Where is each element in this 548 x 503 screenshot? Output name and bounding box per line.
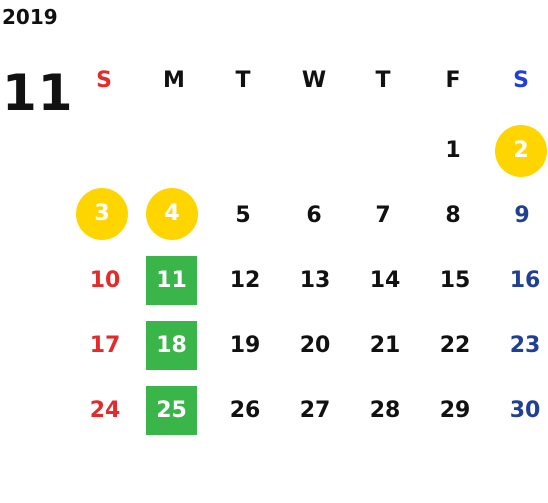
day-cell-holiday[interactable]: 4 xyxy=(146,188,198,240)
day-cell-highlighted[interactable]: 18 xyxy=(146,321,197,370)
day-cell[interactable]: 7 xyxy=(375,203,391,228)
weekday-monday: M xyxy=(163,68,185,93)
day-cell-saturday[interactable]: 9 xyxy=(514,203,530,228)
weekday-friday: F xyxy=(445,68,461,93)
month-number: 11 xyxy=(2,64,74,122)
day-cell[interactable]: 13 xyxy=(299,268,331,293)
day-cell-saturday[interactable]: 23 xyxy=(509,333,541,358)
day-cell[interactable]: 26 xyxy=(229,398,261,423)
day-cell-sunday[interactable]: 10 xyxy=(89,268,121,293)
day-cell-sunday[interactable]: 24 xyxy=(89,398,121,423)
day-cell[interactable]: 22 xyxy=(439,333,471,358)
day-cell-highlighted[interactable]: 11 xyxy=(146,256,197,305)
day-cell-highlighted[interactable]: 25 xyxy=(146,386,197,435)
day-cell[interactable]: 15 xyxy=(439,268,471,293)
year-label: 2019 xyxy=(2,5,58,29)
day-cell[interactable]: 19 xyxy=(229,333,261,358)
weekday-sunday: S xyxy=(96,68,112,93)
day-cell-saturday[interactable]: 16 xyxy=(509,268,541,293)
weekday-tuesday: T xyxy=(235,68,251,93)
day-cell-sunday[interactable]: 17 xyxy=(89,333,121,358)
day-cell[interactable]: 5 xyxy=(235,203,251,228)
day-cell-holiday[interactable]: 2 xyxy=(495,125,547,177)
weekday-thursday: T xyxy=(375,68,391,93)
day-cell[interactable]: 27 xyxy=(299,398,331,423)
day-cell[interactable]: 14 xyxy=(369,268,401,293)
day-cell[interactable]: 29 xyxy=(439,398,471,423)
day-cell[interactable]: 6 xyxy=(306,203,322,228)
day-cell-saturday[interactable]: 30 xyxy=(509,398,541,423)
day-cell[interactable]: 21 xyxy=(369,333,401,358)
day-cell[interactable]: 12 xyxy=(229,268,261,293)
day-cell[interactable]: 1 xyxy=(445,138,461,163)
weekday-wednesday: W xyxy=(301,68,327,93)
weekday-saturday: S xyxy=(513,68,529,93)
day-cell-holiday[interactable]: 3 xyxy=(76,188,128,240)
day-cell[interactable]: 28 xyxy=(369,398,401,423)
day-cell[interactable]: 20 xyxy=(299,333,331,358)
day-cell[interactable]: 8 xyxy=(445,203,461,228)
